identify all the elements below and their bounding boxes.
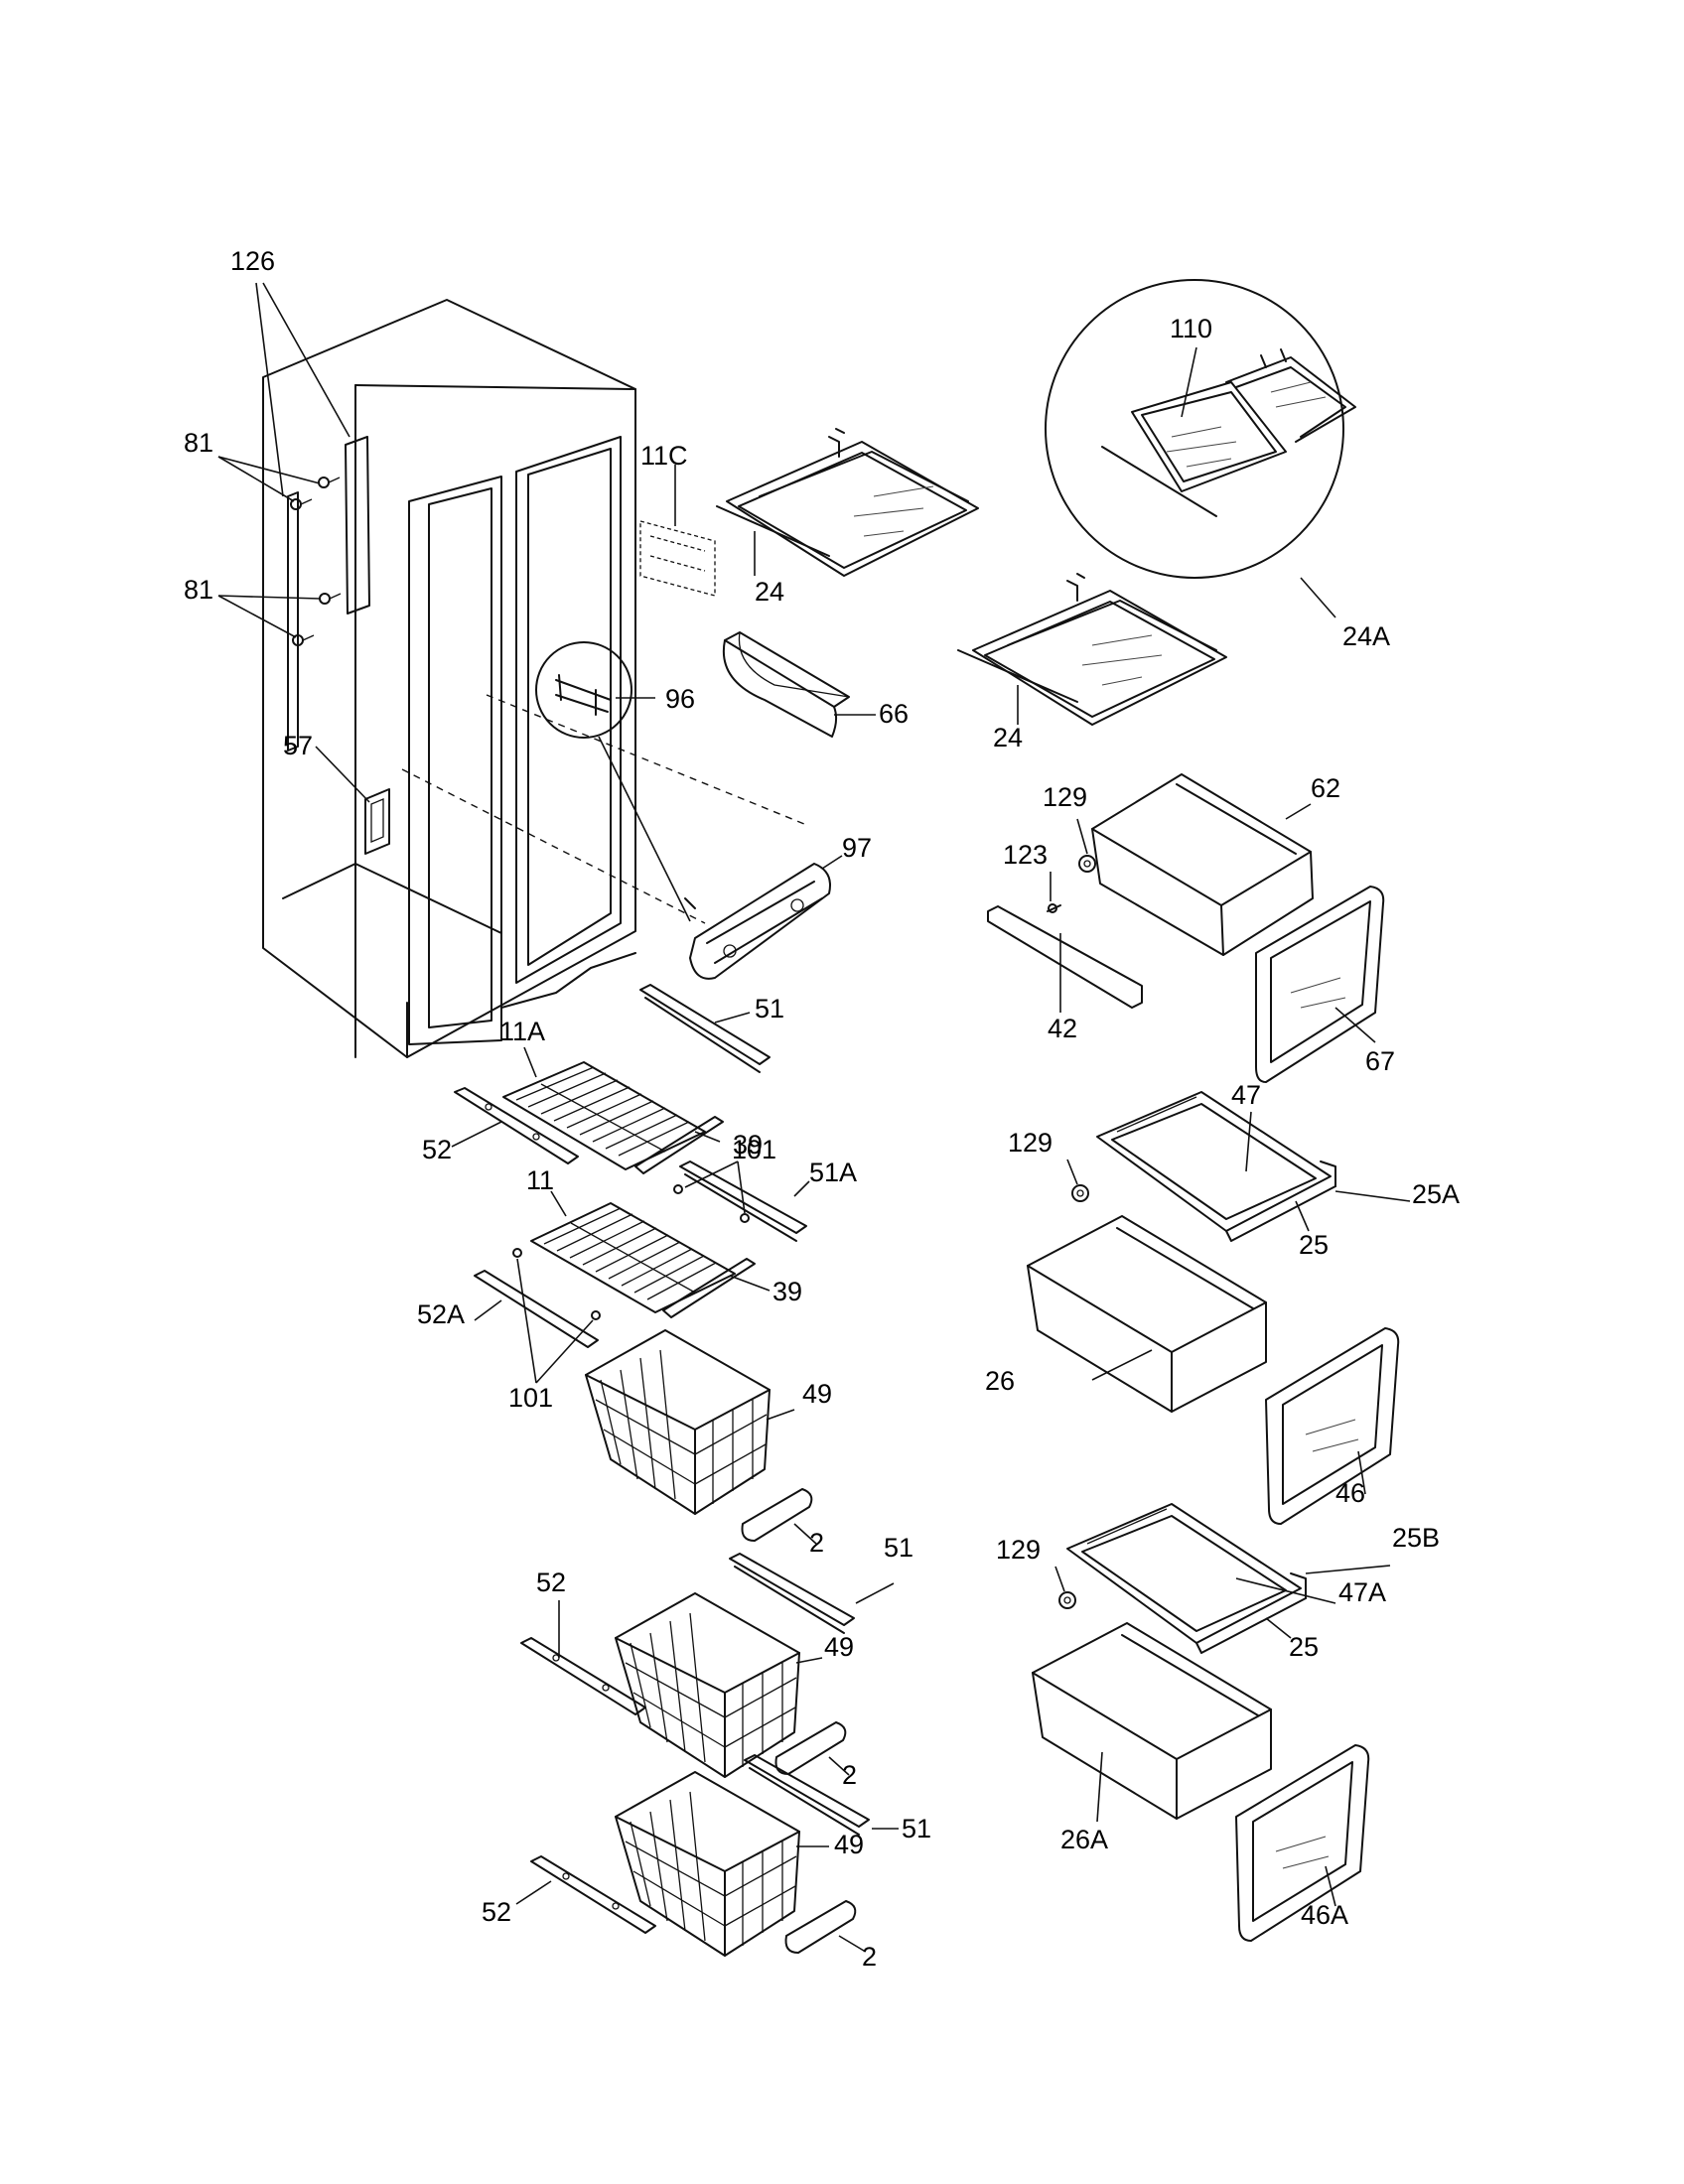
basket-49-lower: [615, 1771, 829, 1957]
label-101-lower: 101: [508, 1383, 553, 1413]
label-26a: 26A: [1060, 1825, 1108, 1854]
pan-26: [1027, 1215, 1267, 1413]
bracket-97: [684, 855, 843, 980]
label-52a: 52A: [417, 1299, 465, 1329]
label-110: 110: [1170, 314, 1212, 343]
cover-67: [1255, 886, 1385, 1083]
cover-66: [722, 631, 876, 738]
label-25b: 25B: [1392, 1523, 1440, 1553]
rail-52-middle: [520, 1600, 646, 1715]
label-81-lower: 81: [184, 575, 213, 605]
shelf-24-lower: [957, 573, 1227, 726]
label-67: 67: [1365, 1046, 1395, 1076]
rail-39-upper: [634, 1116, 724, 1174]
label-96: 96: [665, 684, 695, 714]
rail-52-lower: [515, 1855, 656, 1934]
label-47a: 47A: [1338, 1577, 1386, 1607]
label-51a: 51A: [809, 1158, 857, 1187]
handle-2-middle: [774, 1721, 850, 1776]
screws-101-upper: [684, 1160, 750, 1223]
handle-2-upper: [741, 1488, 817, 1545]
label-24-lower: 24: [993, 723, 1023, 752]
label-49-lower: 49: [834, 1830, 864, 1859]
screws-101-lower: [516, 1258, 594, 1384]
bracket-11c: [639, 465, 716, 597]
rail-52a: [474, 1248, 601, 1348]
label-11a: 11A: [499, 1017, 545, 1046]
label-52-middle: 52: [536, 1568, 566, 1597]
label-97: 97: [842, 833, 872, 863]
label-129-bottom: 129: [996, 1535, 1041, 1565]
label-46a: 46A: [1301, 1900, 1348, 1930]
rail-51a: [673, 1160, 810, 1242]
label-25-lower: 25: [1289, 1632, 1319, 1662]
label-26: 26: [985, 1366, 1015, 1396]
label-49-middle: 49: [824, 1632, 854, 1662]
part-labels: 126 81 81 11C 24 110 24A 96 66 24 57 129…: [184, 246, 1460, 1972]
label-25-upper: 25: [1299, 1230, 1329, 1260]
handle-2-lower: [784, 1900, 865, 1954]
label-57: 57: [283, 731, 313, 760]
label-39-upper: 39: [733, 1130, 763, 1160]
wire-shelf-11: [530, 1190, 736, 1313]
shelf-24-upper: [716, 428, 979, 577]
cover-47a: [1066, 1503, 1391, 1654]
screw-123: [1047, 872, 1061, 913]
label-11c: 11C: [640, 441, 688, 471]
shelf-24a-detail: [1045, 279, 1356, 618]
label-81-upper: 81: [184, 428, 213, 458]
label-46: 46: [1335, 1478, 1365, 1508]
label-11: 11: [526, 1165, 554, 1195]
label-2-lower: 2: [862, 1942, 877, 1972]
label-51-lower: 51: [902, 1814, 931, 1843]
rail-52-upper: [451, 1087, 579, 1164]
rail-39-lower: [662, 1258, 771, 1318]
label-51-upper: 51: [755, 994, 784, 1024]
label-2-middle: 2: [842, 1760, 857, 1790]
label-49-upper: 49: [802, 1379, 832, 1409]
label-123: 123: [1003, 840, 1048, 870]
label-129-top: 129: [1043, 782, 1087, 812]
label-39-lower: 39: [772, 1277, 802, 1306]
label-24a: 24A: [1342, 621, 1390, 651]
screw-129-top: [1076, 818, 1096, 873]
wire-shelf-11a: [502, 1046, 706, 1170]
cabinet-leaders: [217, 282, 370, 803]
label-126: 126: [230, 246, 275, 276]
label-47: 47: [1231, 1080, 1261, 1110]
cover-46a: [1235, 1744, 1370, 1942]
screw-129-middle: [1066, 1159, 1089, 1202]
label-51-middle: 51: [884, 1533, 913, 1563]
label-66: 66: [879, 699, 909, 729]
label-25a: 25A: [1412, 1179, 1460, 1209]
label-2-upper: 2: [809, 1528, 824, 1558]
refrigerator-cabinet: [262, 299, 636, 1058]
label-24-upper: 24: [755, 577, 784, 607]
crisper-62: [1091, 773, 1314, 956]
basket-49-upper: [585, 1329, 795, 1515]
screw-129-bottom: [1054, 1566, 1076, 1609]
cover-47: [1096, 1091, 1411, 1242]
rail-51-upper: [639, 984, 771, 1073]
pan-26a: [1032, 1622, 1272, 1823]
rail-51-middle: [729, 1553, 895, 1634]
label-129-middle: 129: [1008, 1128, 1052, 1158]
label-101-upper: 101: [732, 1135, 776, 1164]
label-52-lower: 52: [482, 1897, 511, 1927]
rail-42: [987, 905, 1143, 1013]
label-62: 62: [1311, 773, 1340, 803]
label-42: 42: [1048, 1014, 1077, 1043]
part-96-detail: [401, 641, 805, 924]
cover-46: [1265, 1327, 1400, 1525]
label-52-upper: 52: [422, 1135, 452, 1164]
rail-51-lower: [744, 1754, 899, 1836]
